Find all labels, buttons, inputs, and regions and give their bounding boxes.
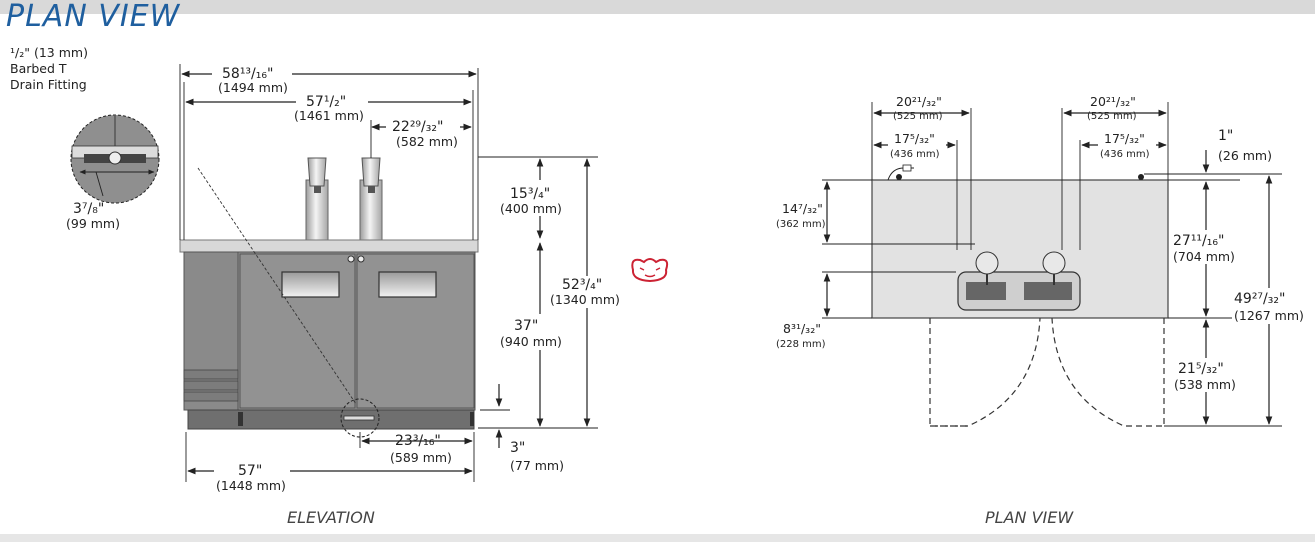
overall-height-mm: (1340 mm) xyxy=(550,292,620,307)
tower-offset-dim: 22²⁹/₃₂" xyxy=(392,119,443,135)
plan-left-outer-mm: (525 mm) xyxy=(893,111,943,122)
plan-left-inner-mm: (436 mm) xyxy=(890,149,940,160)
drip-tray xyxy=(957,271,1081,311)
plan-tap-depth-dim: 14⁷/₃₂" xyxy=(782,201,823,216)
plan-left-inner-dim: 17⁵/₃₂" xyxy=(894,131,935,146)
plan-front-drain-dim: 8³¹/₃₂" xyxy=(783,321,821,336)
tap-right xyxy=(1042,251,1066,275)
plan-overall-depth-dim: 49²⁷/₃₂" xyxy=(1234,291,1285,307)
base-width-mm: (1448 mm) xyxy=(216,478,286,493)
drain-offset-mm: (589 mm) xyxy=(390,450,452,465)
leg-height-dim: 3" xyxy=(510,440,525,456)
tower-height-dim: 15³/₄" xyxy=(510,186,550,202)
top-band xyxy=(0,0,1315,14)
plan-front-drain-mm: (228 mm) xyxy=(776,339,826,350)
leg-height-mm: (77 mm) xyxy=(510,458,564,473)
bottom-band xyxy=(0,534,1315,542)
plan-right-outer-dim: 20²¹/₃₂" xyxy=(1090,94,1136,109)
plan-tap-depth-mm: (362 mm) xyxy=(776,219,826,230)
door-handle-right xyxy=(378,271,437,298)
door-lock-left xyxy=(347,255,355,263)
plan-rear-clear-dim: 1" xyxy=(1218,128,1233,144)
beer-tower-right xyxy=(359,157,383,241)
elevation-caption: ELEVATION xyxy=(287,508,375,527)
drain-size-label: ¹/₂" (13 mm) xyxy=(10,45,88,60)
door-handle-left xyxy=(281,271,340,298)
plan-depth-dim: 27¹¹/₁₆" xyxy=(1173,233,1224,249)
top-width-mm: (1461 mm) xyxy=(294,108,364,123)
drain-offset-dim: 23³/₁₆" xyxy=(395,433,441,449)
plan-caption: PLAN VIEW xyxy=(985,508,1074,527)
overall-height-dim: 52³/₄" xyxy=(562,277,602,293)
louver-vents xyxy=(183,369,239,402)
cabinet-height-mm: (940 mm) xyxy=(500,334,562,349)
base-width-dim: 57" xyxy=(238,463,262,479)
plan-left-outer-dim: 20²¹/₃₂" xyxy=(896,94,942,109)
door-swing-right xyxy=(1051,317,1165,427)
tower-height-mm: (400 mm) xyxy=(500,201,562,216)
overall-width-mm: (1494 mm) xyxy=(218,80,288,95)
plan-view xyxy=(822,102,1282,427)
beer-tower-left xyxy=(305,157,329,241)
drain-type-label-2: Drain Fitting xyxy=(10,77,87,92)
tap-left xyxy=(975,251,999,275)
drain-type-label-1: Barbed T xyxy=(10,61,67,76)
top-width-dim: 57¹/₂" xyxy=(306,94,346,110)
cabinet-top xyxy=(179,239,479,253)
plan-overall-depth-mm: (1267 mm) xyxy=(1234,308,1304,323)
plan-right-inner-mm: (436 mm) xyxy=(1100,149,1150,160)
drain-detail-dim: 3⁷/₈" xyxy=(73,201,104,217)
drain-detail-mm: (99 mm) xyxy=(66,216,120,231)
plan-depth-mm: (704 mm) xyxy=(1173,249,1235,264)
door-lock-right xyxy=(357,255,365,263)
plan-door-swing-dim: 21⁵/₃₂" xyxy=(1178,361,1224,377)
tower-offset-mm: (582 mm) xyxy=(396,134,458,149)
elevation-view xyxy=(70,64,598,482)
overall-width-dim: 58¹³/₁₆" xyxy=(222,66,273,82)
plan-rear-clear-mm: (26 mm) xyxy=(1218,148,1272,163)
drain-detail-magnified xyxy=(70,114,160,204)
door-swing-left xyxy=(929,317,1041,427)
brand-logo-icon xyxy=(631,258,669,283)
plan-right-outer-mm: (525 mm) xyxy=(1087,111,1137,122)
drain-callout-circle xyxy=(340,398,380,438)
plan-door-swing-mm: (538 mm) xyxy=(1174,377,1236,392)
plan-right-inner-dim: 17⁵/₃₂" xyxy=(1104,131,1145,146)
base-kickplate xyxy=(187,409,475,430)
cabinet-height-dim: 37" xyxy=(514,318,538,334)
page-title: PLAN VIEW xyxy=(6,0,181,34)
